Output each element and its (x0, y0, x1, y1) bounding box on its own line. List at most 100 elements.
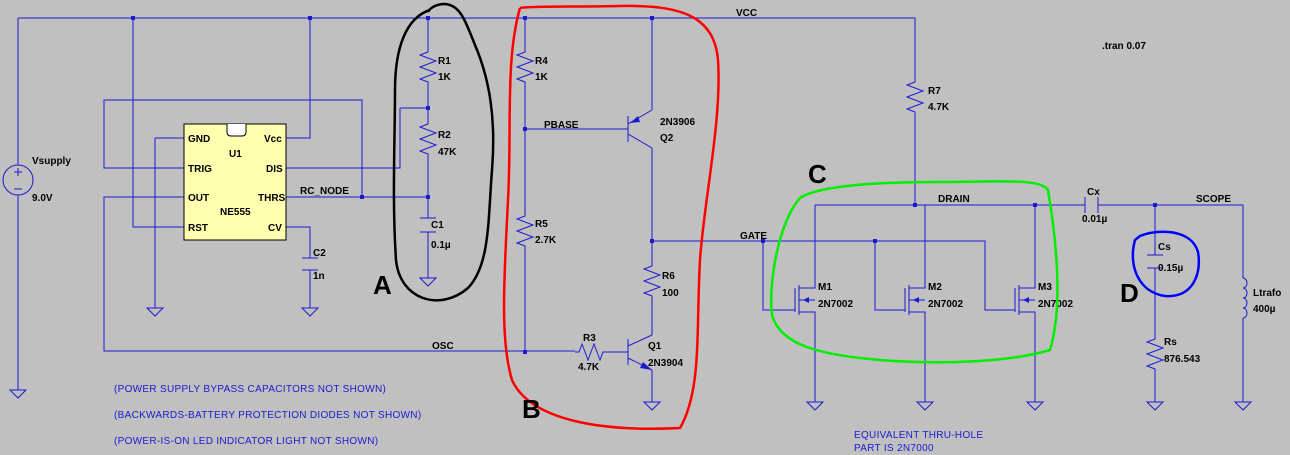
vcc-rail (18, 17, 916, 78)
resistor-zigzag (1145, 335, 1165, 375)
resistor-r4[interactable]: R4 1K (515, 48, 549, 86)
resistor-r7[interactable]: R7 4.7K (905, 78, 950, 116)
m2-gate-wire (763, 240, 905, 311)
resistor-zigzag (515, 212, 535, 250)
net-labels: VCC RC_NODE PBASE GATE OSC DRAIN SCOPE (300, 8, 1231, 352)
ground-symbol (1233, 401, 1253, 411)
ic-ref: U1 (229, 149, 242, 160)
ic-notch (226, 124, 247, 137)
r1-value: 1K (438, 72, 452, 83)
capacitor-cs[interactable]: Cs 0.15µ (1147, 242, 1183, 274)
cx-value: 0.01µ (1082, 214, 1107, 225)
r3-ref: R3 (583, 333, 596, 344)
ground-symbol (418, 277, 438, 287)
capacitor-plates (302, 257, 318, 271)
q2-ref: Q2 (660, 133, 674, 144)
mosfet-m1[interactable]: M1 2N7002 (794, 280, 853, 318)
resistor-r6[interactable]: R6 100 (642, 262, 679, 300)
ground-symbol (300, 307, 320, 317)
m1-value: 2N7002 (818, 299, 853, 310)
junction (523, 350, 527, 354)
mosfet-body (904, 280, 926, 318)
net-pbase-label: PBASE (544, 120, 579, 131)
resistor-r2[interactable]: R2 47K (418, 118, 457, 160)
cv-wire (286, 226, 311, 258)
c1-ref: C1 (431, 220, 444, 231)
ltrafo-value: 400µ (1253, 304, 1276, 315)
junctions (131, 16, 1157, 354)
mosfet-body (1014, 280, 1036, 318)
scope-wire (1098, 204, 1244, 278)
pnp-arrow (630, 116, 640, 123)
transistor-q2-pnp[interactable]: 2N3906 Q2 (627, 109, 695, 149)
r4-ref: R4 (535, 56, 548, 67)
transistor-q1-npn[interactable]: Q1 2N3904 (627, 334, 683, 371)
junction (1033, 203, 1037, 207)
resistor-r1[interactable]: R1 1K (418, 48, 452, 86)
vsupply-source[interactable]: Vsupply 9.0V (2, 156, 71, 204)
c2-value: 1n (313, 271, 325, 282)
notes: (POWER SUPPLY BYPASS CAPACITORS NOT SHOW… (114, 384, 983, 454)
vsupply-name: Vsupply (32, 156, 71, 167)
r2-ref: R2 (438, 130, 451, 141)
trig-wire (103, 99, 363, 197)
resistor-zigzag (418, 118, 438, 160)
ic-vcc-wire (286, 18, 311, 139)
capacitor-plates (1147, 254, 1163, 269)
r6-ref: R6 (662, 271, 675, 282)
rs-value: 876.543 (1164, 354, 1201, 365)
r2-value: 47K (438, 147, 457, 158)
junction (913, 203, 917, 207)
ground-symbol (915, 401, 935, 411)
note-bypass: (POWER SUPPLY BYPASS CAPACITORS NOT SHOW… (114, 384, 386, 395)
resistor-zigzag (905, 78, 925, 116)
npn-arrow (640, 362, 652, 370)
junction (523, 16, 527, 20)
resistor-zigzag (642, 262, 662, 300)
r7-value: 4.7K (928, 102, 950, 113)
capacitor-cx[interactable]: Cx 0.01µ (1082, 187, 1107, 225)
mosfet-m2[interactable]: M2 2N7002 (904, 280, 963, 318)
junction (650, 16, 654, 20)
r3-value: 4.7K (578, 362, 600, 373)
junction (761, 239, 765, 243)
r5-ref: R5 (535, 219, 548, 230)
junction (426, 16, 430, 20)
wires (17, 17, 1244, 402)
ne555-ic[interactable]: GND Vcc U1 TRIG DIS OUT THRS NE555 RST C… (183, 123, 287, 241)
annotation-a-letter: A (373, 270, 392, 300)
junction (426, 106, 430, 110)
vsupply-value: 9.0V (32, 193, 53, 204)
mosfet-body (794, 280, 816, 318)
junction (426, 195, 430, 199)
pin-out: OUT (188, 193, 209, 204)
rs-ref: Rs (1164, 337, 1177, 348)
junction (523, 127, 527, 131)
mosfet-m3[interactable]: M3 2N7002 (1014, 280, 1073, 318)
resistor-rs[interactable]: Rs 876.543 (1145, 335, 1201, 375)
annotation-b-letter: B (522, 394, 541, 424)
thru-hole-note-line2: PART IS 2N7000 (854, 443, 934, 454)
ic-body (183, 123, 287, 241)
capacitor-c2[interactable]: C2 1n (302, 248, 326, 282)
m3-gate-wire (875, 240, 1015, 311)
pin-cv: CV (268, 223, 282, 234)
cs-ref: Cs (1158, 242, 1171, 253)
resistor-r3[interactable]: R3 4.7K (575, 333, 605, 373)
ic-part: NE555 (220, 207, 251, 218)
inductor-ltrafo[interactable]: Ltrafo 400µ (1242, 277, 1281, 319)
annotation-b-outline (502, 4, 720, 430)
capacitor-c1[interactable]: C1 0.1µ (420, 217, 451, 251)
resistor-r5[interactable]: R5 2.7K (515, 212, 557, 250)
ground-symbol (1145, 401, 1165, 411)
q2-value: 2N3906 (660, 117, 695, 128)
mosfet-arrow (913, 297, 919, 303)
r4-value: 1K (535, 72, 549, 83)
resistor-zigzag (515, 48, 535, 86)
pin-thrs: THRS (258, 193, 286, 204)
ground-symbol (8, 389, 28, 399)
ground-symbol (1025, 401, 1045, 411)
q1-value: 2N3904 (648, 358, 683, 369)
